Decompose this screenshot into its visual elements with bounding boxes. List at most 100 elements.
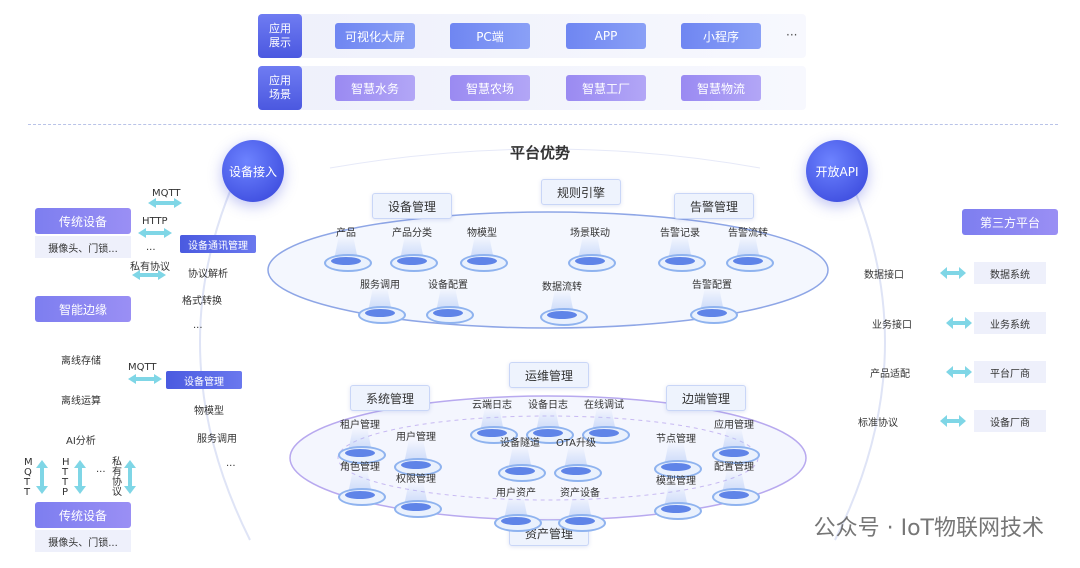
vertical-arrow-icon <box>124 460 136 494</box>
node-label: 物模型 <box>467 228 497 239</box>
interface-business: 业务接口 <box>872 320 912 331</box>
edge-offline-compute: 离线运算 <box>61 396 101 407</box>
asset-mgmt-label: 资产管理 <box>509 520 589 546</box>
scenario-chip: 智慧物流 <box>681 75 761 101</box>
app-display-head-text: 应用 展示 <box>269 22 291 49</box>
display-chip: APP <box>566 23 646 49</box>
node-label: 产品分类 <box>392 228 432 239</box>
node-label: 数据流转 <box>542 282 582 293</box>
node-alarm-flow: 告警流转 <box>718 228 778 274</box>
node-scene-linkage: 场景联动 <box>560 228 620 274</box>
edge-ai-analysis: AI分析 <box>66 436 96 447</box>
access-item: 服务调用 <box>197 434 237 445</box>
scenario-chip: 智慧农场 <box>450 75 530 101</box>
bottom-protocol-mqtt: MQTT <box>24 457 33 498</box>
double-arrow-icon <box>940 267 966 279</box>
scenario-chip: 智慧工厂 <box>566 75 646 101</box>
node-label: 在线调试 <box>584 400 624 411</box>
display-chip: 小程序 <box>681 23 761 49</box>
node-model-mgmt: 模型管理 <box>646 476 706 522</box>
node-online-debug: 在线调试 <box>574 400 634 446</box>
section-divider <box>28 124 1058 125</box>
edge-offline-storage: 离线存储 <box>61 356 101 367</box>
sys-mgmt-label: 系统管理 <box>350 385 430 411</box>
node-node-mgmt: 节点管理 <box>646 434 706 480</box>
platform-title: 平台优势 <box>510 144 571 162</box>
interface-data: 数据接口 <box>864 270 904 281</box>
node-label: 告警记录 <box>660 228 700 239</box>
double-arrow-icon <box>132 270 166 280</box>
access-item: ... <box>226 458 236 469</box>
target-platform-vendor: 平台厂商 <box>974 361 1046 383</box>
protocol-private: 私有协议 <box>130 262 170 273</box>
node-config-mgmt: 配置管理 <box>704 462 764 508</box>
node-label: 场景联动 <box>570 228 610 239</box>
protocol-mqtt-2: MQTT <box>128 362 157 373</box>
node-label: 设备日志 <box>528 400 568 411</box>
node-service-call: 服务调用 <box>350 280 410 326</box>
double-arrow-icon <box>138 228 172 238</box>
third-party-platform-box: 第三方平台 <box>962 209 1058 235</box>
node-device-log: 设备日志 <box>518 400 578 446</box>
open-api-circle: 开放API <box>806 140 868 202</box>
node-label: 模型管理 <box>656 476 696 487</box>
node-label: 云端日志 <box>472 400 512 411</box>
node-label: 告警配置 <box>692 280 732 291</box>
rule-engine-label: 规则引擎 <box>541 179 621 205</box>
node-asset-devices: 资产设备 <box>550 488 610 534</box>
node-user-assets: 用户资产 <box>486 488 546 534</box>
interface-product: 产品适配 <box>870 369 910 380</box>
node-label: 设备隧道 <box>500 438 540 449</box>
access-item: ... <box>193 320 203 331</box>
node-device-config: 设备配置 <box>418 280 478 326</box>
node-label: OTA升级 <box>555 438 597 449</box>
node-alarm-record: 告警记录 <box>650 228 710 274</box>
app-scenario-head: 应用 场景 <box>258 66 302 110</box>
double-arrow-icon <box>946 317 972 329</box>
node-product: 产品 <box>316 228 376 274</box>
alarm-mgmt-label: 告警管理 <box>674 193 754 219</box>
access-item: 格式转换 <box>182 296 222 307</box>
node-label: 配置管理 <box>714 462 754 473</box>
traditional-device-sub-2: 摄像头、门锁... <box>35 530 131 552</box>
vertical-arrow-icon <box>74 460 86 494</box>
node-label: 用户资产 <box>496 488 536 499</box>
node-label: 角色管理 <box>340 462 380 473</box>
node-label: 服务调用 <box>360 280 400 291</box>
node-data-flow: 数据流转 <box>532 282 592 328</box>
edge-mgmt-label: 边端管理 <box>666 385 746 411</box>
scenario-chip: 智慧水务 <box>335 75 415 101</box>
node-product-category: 产品分类 <box>382 228 442 274</box>
comm-mgmt-head: 设备通讯管理 <box>180 235 256 253</box>
node-label: 告警流转 <box>728 228 768 239</box>
device-mgmt-head: 设备管理 <box>166 371 242 389</box>
node-cloud-log: 云端日志 <box>462 400 522 446</box>
node-role-mgmt: 角色管理 <box>330 462 390 508</box>
display-chip: 可视化大屏 <box>335 23 415 49</box>
node-label: 设备配置 <box>428 280 468 291</box>
traditional-device-box-1: 传统设备 <box>35 208 131 234</box>
bottom-protocol-private: 私有协议 <box>112 457 122 498</box>
watermark: 公众号 · IoT物联网技术 <box>813 516 1044 541</box>
bottom-protocol-more: ... <box>96 464 106 475</box>
node-tenant-mgmt: 租户管理 <box>330 420 390 466</box>
double-arrow-icon <box>148 198 182 208</box>
target-data-system: 数据系统 <box>974 262 1046 284</box>
node-user-mgmt: 用户管理 <box>386 432 446 478</box>
app-display-head: 应用 展示 <box>258 14 302 58</box>
access-item: 协议解析 <box>188 269 228 280</box>
traditional-device-box-2: 传统设备 <box>35 502 131 528</box>
smart-edge-box: 智能边缘 <box>35 296 131 322</box>
node-app-mgmt: 应用管理 <box>704 420 764 466</box>
node-alarm-config: 告警配置 <box>682 280 742 326</box>
vertical-arrow-icon <box>36 460 48 494</box>
display-more: ··· <box>786 28 798 42</box>
target-business-system: 业务系统 <box>974 312 1046 334</box>
protocol-mqtt: MQTT <box>152 188 181 199</box>
node-thing-model: 物模型 <box>452 228 512 274</box>
device-mgmt-label: 设备管理 <box>372 193 452 219</box>
node-label: 权限管理 <box>396 474 436 485</box>
node-label: 租户管理 <box>340 420 380 431</box>
node-label: 产品 <box>336 228 356 239</box>
interface-standard: 标准协议 <box>858 418 898 429</box>
